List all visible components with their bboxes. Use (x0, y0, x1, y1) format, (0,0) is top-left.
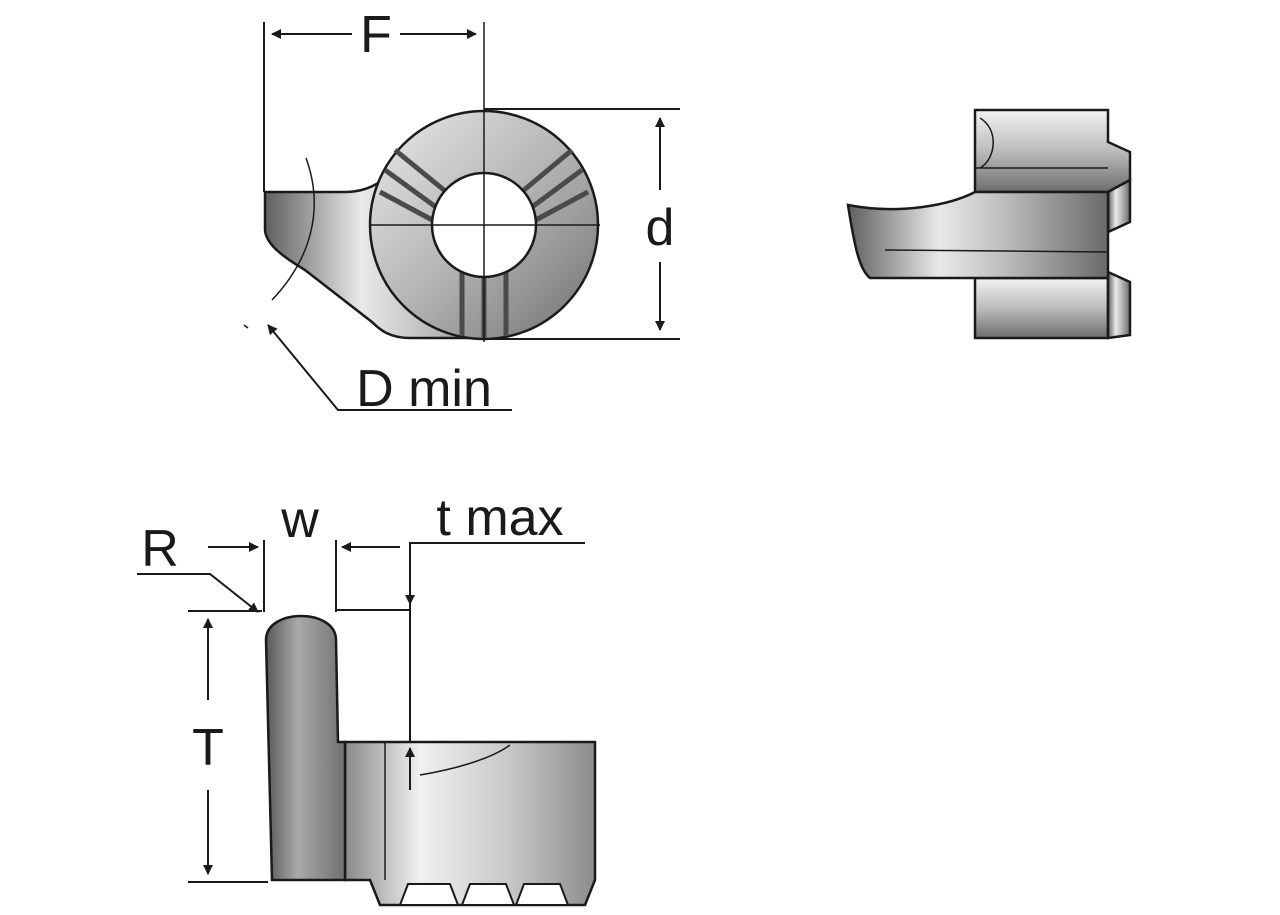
top-view: F d D min (243, 6, 680, 418)
label-w: w (280, 491, 319, 549)
label-d-min: D min (356, 360, 492, 418)
front-post (264, 614, 347, 882)
label-d: d (646, 199, 675, 257)
side-blade (846, 190, 1110, 280)
label-t: T (192, 719, 224, 777)
side-body-lower (973, 276, 1110, 340)
side-body-upper (973, 108, 1132, 194)
label-f: F (360, 6, 392, 64)
label-t-max: t max (436, 489, 563, 547)
front-view: w t max R T (137, 489, 597, 907)
side-body-lower-rib (1106, 270, 1132, 340)
label-r: R (141, 520, 179, 578)
d-min-arc (271, 157, 315, 301)
side-view (846, 108, 1132, 340)
front-block (343, 740, 597, 907)
bottom-notches (398, 883, 570, 906)
